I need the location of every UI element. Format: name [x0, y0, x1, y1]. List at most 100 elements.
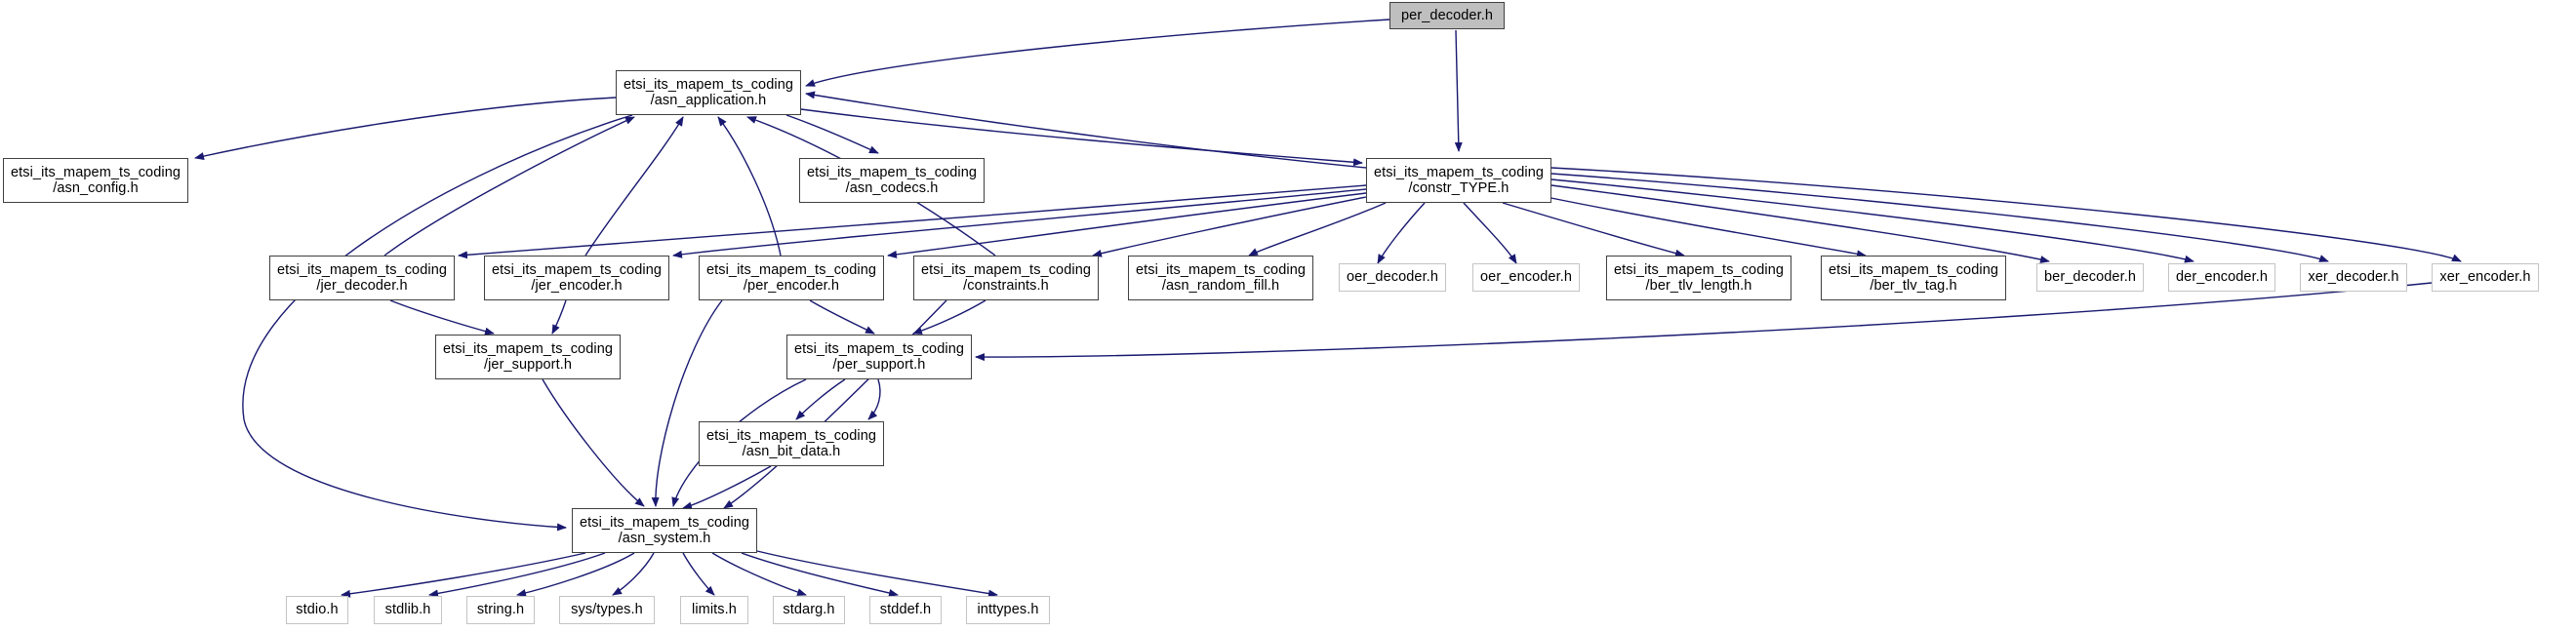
- graph-edge-asn_system-to-string: [516, 552, 635, 597]
- graph-node-label: etsi_its_mapem_ts_coding /asn_config.h: [10, 164, 181, 196]
- graph-edge-constr_TYPE-to-asn_random_fill: [1248, 202, 1387, 257]
- graph-edge-constr_TYPE-to-jer_encoder: [672, 188, 1367, 258]
- graph-node-label: etsi_its_mapem_ts_coding /per_encoder.h: [705, 261, 877, 294]
- graph-node-label: per_decoder.h: [1400, 7, 1493, 23]
- graph-node-label: xer_decoder.h: [2308, 269, 2399, 286]
- graph-node-asn_codecs[interactable]: etsi_its_mapem_ts_coding /asn_codecs.h: [799, 158, 985, 203]
- graph-edge-jer_encoder-to-asn_application: [584, 116, 684, 257]
- graph-node-label: xer_encoder.h: [2439, 269, 2531, 286]
- graph-node-asn_config[interactable]: etsi_its_mapem_ts_coding /asn_config.h: [3, 158, 188, 203]
- graph-node-label: etsi_its_mapem_ts_coding /per_support.h: [793, 340, 965, 373]
- graph-node-label: sys/types.h: [571, 602, 643, 618]
- graph-node-stdarg[interactable]: stdarg.h: [773, 596, 845, 624]
- graph-edge-asn_application-to-asn_codecs: [785, 114, 879, 154]
- graph-edge-constr_TYPE-to-oer_encoder: [1463, 202, 1517, 264]
- graph-edge-per_decoder-to-constr_TYPE: [1454, 29, 1463, 152]
- graph-edge-asn_system-to-stdio: [341, 552, 586, 598]
- graph-edge-constr_TYPE-to-per_encoder: [887, 192, 1367, 258]
- graph-node-systypes[interactable]: sys/types.h: [559, 596, 655, 624]
- graph-edge-xer_encoder-to-per_support: [975, 282, 2433, 362]
- graph-edge-jer_decoder-to-jer_support: [389, 299, 495, 336]
- graph-node-label: ber_decoder.h: [2043, 269, 2136, 286]
- graph-node-label: string.h: [476, 602, 525, 618]
- graph-node-oer_encoder[interactable]: oer_encoder.h: [1472, 263, 1580, 292]
- graph-edge-per_support-to-asn_bit_data: [867, 378, 881, 420]
- graph-node-ber_decoder[interactable]: ber_decoder.h: [2036, 263, 2144, 292]
- graph-node-jer_encoder[interactable]: etsi_its_mapem_ts_coding /jer_encoder.h: [484, 256, 669, 300]
- graph-node-label: etsi_its_mapem_ts_coding /jer_encoder.h: [491, 261, 663, 294]
- graph-node-label: stddef.h: [879, 602, 932, 618]
- graph-node-label: etsi_its_mapem_ts_coding /constr_TYPE.h: [1373, 164, 1545, 196]
- graph-node-limits[interactable]: limits.h: [680, 596, 748, 624]
- graph-node-per_decoder[interactable]: per_decoder.h: [1389, 2, 1505, 29]
- graph-node-stdlib[interactable]: stdlib.h: [374, 596, 442, 624]
- graph-node-label: stdlib.h: [384, 602, 431, 618]
- graph-node-asn_bit_data[interactable]: etsi_its_mapem_ts_coding /asn_bit_data.h: [699, 421, 884, 466]
- graph-node-xer_decoder[interactable]: xer_decoder.h: [2300, 263, 2407, 292]
- graph-edge-constr_TYPE-to-ber_tlv_tag: [1536, 194, 1867, 258]
- graph-node-label: etsi_its_mapem_ts_coding /asn_applicatio…: [623, 76, 794, 108]
- graph-edge-constr_TYPE-to-der_encoder: [1550, 178, 2194, 263]
- graph-node-stdio[interactable]: stdio.h: [286, 596, 348, 624]
- graph-node-label: oer_encoder.h: [1479, 269, 1572, 286]
- graph-edge-asn_bit_data-to-asn_system: [682, 465, 772, 510]
- graph-edge-per_support-to-asn_bit_data: [795, 378, 846, 420]
- graph-node-per_support[interactable]: etsi_its_mapem_ts_coding /per_support.h: [786, 335, 972, 379]
- graph-node-oer_decoder[interactable]: oer_decoder.h: [1339, 263, 1446, 292]
- graph-edge-constraints-to-per_support: [912, 299, 986, 335]
- graph-edge-per_encoder-to-asn_application: [717, 116, 782, 257]
- graph-edge-jer_encoder-to-jer_support: [551, 299, 567, 335]
- graph-node-asn_application[interactable]: etsi_its_mapem_ts_coding /asn_applicatio…: [616, 70, 801, 115]
- graph-node-label: etsi_its_mapem_ts_coding /jer_support.h: [442, 340, 614, 373]
- graph-node-label: etsi_its_mapem_ts_coding /jer_decoder.h: [276, 261, 448, 294]
- graph-edge-constr_TYPE-to-jer_decoder: [458, 184, 1367, 259]
- graph-edge-constr_TYPE-to-xer_encoder: [1550, 167, 2462, 262]
- graph-node-label: etsi_its_mapem_ts_coding /asn_system.h: [579, 514, 750, 546]
- graph-edge-jer_support-to-asn_system: [542, 378, 645, 507]
- graph-node-label: etsi_its_mapem_ts_coding /ber_tlv_tag.h: [1828, 261, 1999, 294]
- graph-node-xer_encoder[interactable]: xer_encoder.h: [2432, 263, 2539, 292]
- graph-node-string[interactable]: string.h: [466, 596, 535, 624]
- graph-node-label: stdio.h: [296, 602, 339, 618]
- graph-node-jer_support[interactable]: etsi_its_mapem_ts_coding /jer_support.h: [435, 335, 621, 379]
- graph-edge-asn_application-to-constr_TYPE: [800, 108, 1363, 167]
- graph-node-label: etsi_its_mapem_ts_coding /constraints.h: [920, 261, 1092, 294]
- graph-edge-constr_TYPE-to-ber_tlv_length: [1502, 202, 1685, 257]
- graph-edge-per_encoder-to-asn_system: [651, 299, 723, 507]
- graph-edge-per_decoder-to-asn_application: [805, 19, 1390, 87]
- graph-node-per_encoder[interactable]: etsi_its_mapem_ts_coding /per_encoder.h: [699, 256, 884, 300]
- graph-node-constraints[interactable]: etsi_its_mapem_ts_coding /constraints.h: [913, 256, 1099, 300]
- graph-node-label: der_encoder.h: [2175, 269, 2268, 286]
- graph-edge-constr_TYPE-to-constraints: [1092, 196, 1367, 257]
- graph-edge-per_encoder-to-per_support: [809, 299, 875, 335]
- graph-node-label: inttypes.h: [977, 602, 1039, 618]
- graph-node-label: limits.h: [692, 602, 737, 618]
- graph-edge-constr_TYPE-to-xer_decoder: [1550, 173, 2329, 262]
- graph-node-stddef[interactable]: stddef.h: [869, 596, 942, 624]
- graph-node-constr_TYPE[interactable]: etsi_its_mapem_ts_coding /constr_TYPE.h: [1366, 158, 1551, 203]
- graph-node-label: etsi_its_mapem_ts_coding /ber_tlv_length…: [1613, 261, 1785, 294]
- graph-edge-constr_TYPE-to-ber_decoder: [1550, 184, 2050, 263]
- graph-edge-asn_system-to-stdarg: [711, 552, 807, 596]
- graph-node-asn_random_fill[interactable]: etsi_its_mapem_ts_coding /asn_random_fil…: [1128, 256, 1313, 300]
- graph-node-label: etsi_its_mapem_ts_coding /asn_random_fil…: [1135, 261, 1307, 294]
- graph-node-ber_tlv_length[interactable]: etsi_its_mapem_ts_coding /ber_tlv_length…: [1606, 256, 1791, 300]
- graph-node-jer_decoder[interactable]: etsi_its_mapem_ts_coding /jer_decoder.h: [269, 256, 455, 300]
- graph-edge-asn_system-to-limits: [682, 552, 715, 596]
- graph-node-ber_tlv_tag[interactable]: etsi_its_mapem_ts_coding /ber_tlv_tag.h: [1821, 256, 2006, 300]
- graph-edge-asn_system-to-systypes: [612, 552, 655, 596]
- graph-edge-constr_TYPE-to-oer_decoder: [1377, 202, 1426, 264]
- graph-node-label: etsi_its_mapem_ts_coding /asn_codecs.h: [806, 164, 978, 196]
- graph-edge-jer_decoder-to-asn_application: [383, 116, 635, 257]
- edge-group: [194, 19, 2462, 598]
- graph-node-inttypes[interactable]: inttypes.h: [966, 596, 1050, 624]
- graph-edge-asn_system-to-stdlib: [428, 552, 606, 598]
- graph-edge-asn_application-to-asn_system: [242, 114, 633, 532]
- graph-node-label: etsi_its_mapem_ts_coding /asn_bit_data.h: [705, 427, 877, 459]
- graph-edge-constraints-to-asn_system: [723, 299, 947, 509]
- graph-edge-constr_TYPE-to-asn_application: [805, 91, 1367, 169]
- graph-node-asn_system[interactable]: etsi_its_mapem_ts_coding /asn_system.h: [572, 508, 757, 553]
- graph-node-der_encoder[interactable]: der_encoder.h: [2168, 263, 2275, 292]
- graph-edge-asn_application-to-asn_config: [194, 97, 617, 160]
